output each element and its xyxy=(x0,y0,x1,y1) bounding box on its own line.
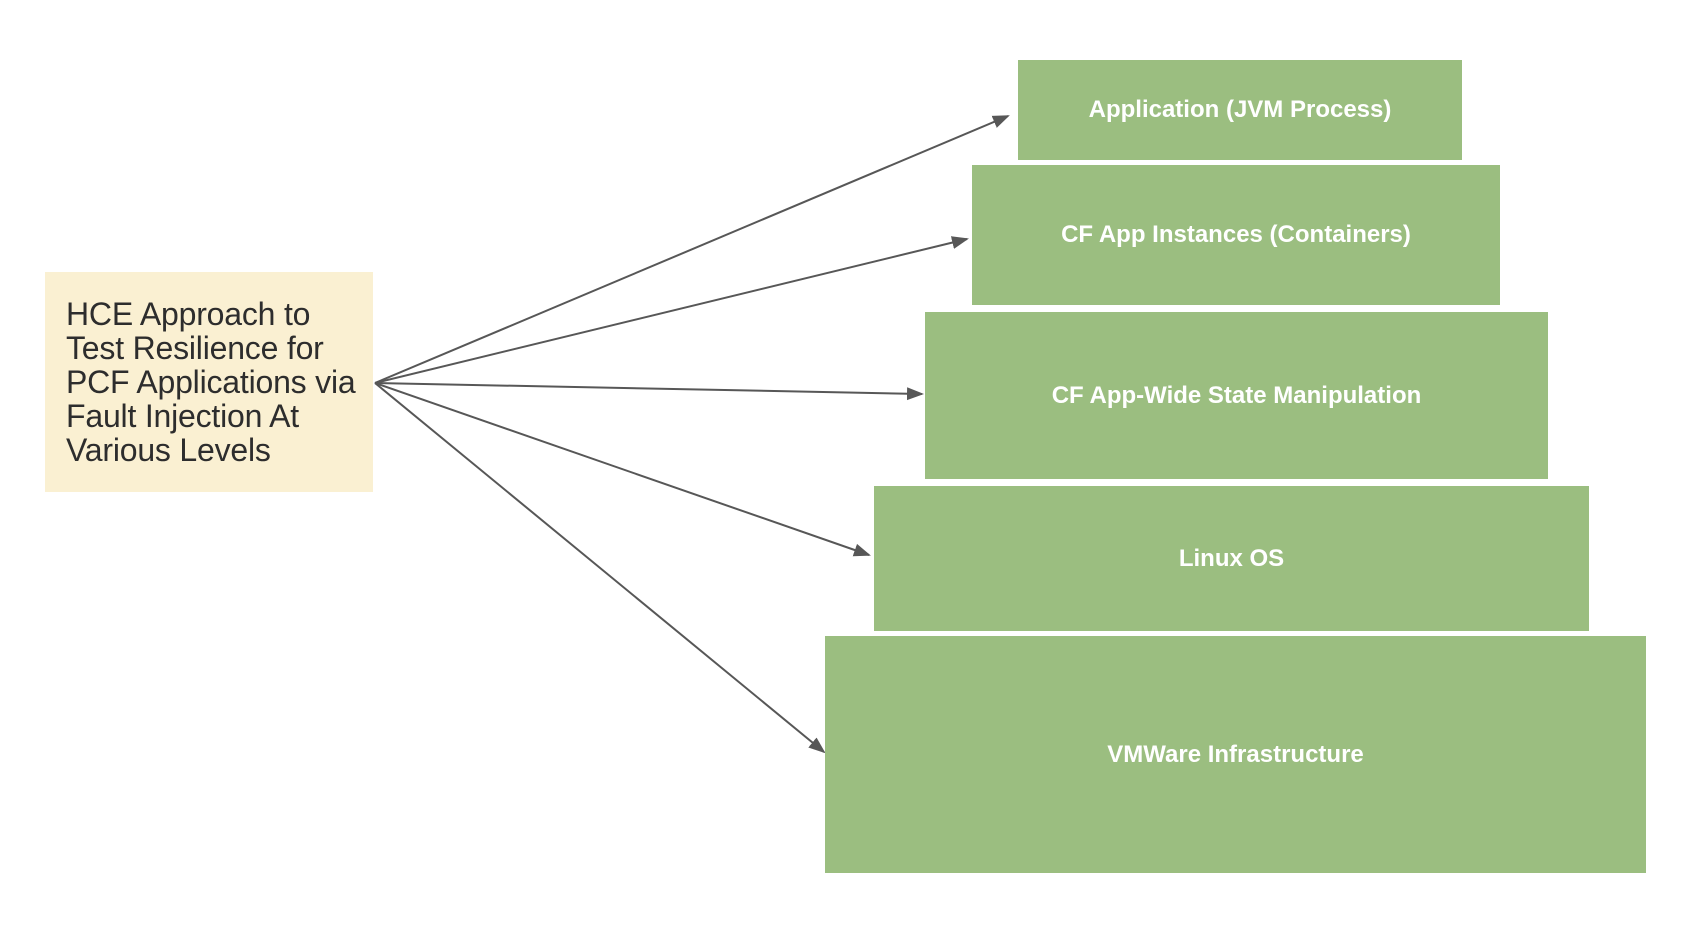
level-linux-os: Linux OS xyxy=(874,486,1589,631)
level-label: Application (JVM Process) xyxy=(1088,96,1392,123)
arrow-to-vmware-infrastructure xyxy=(374,382,826,754)
level-application-jvm-process: Application (JVM Process) xyxy=(1018,60,1462,160)
level-vmware-infrastructure: VMWare Infrastructure xyxy=(825,636,1646,873)
level-cf-app-instances: CF App Instances (Containers) xyxy=(972,165,1500,305)
level-label: CF App-Wide State Manipulation xyxy=(1051,381,1422,409)
arrow-to-cf-app-wide-state xyxy=(374,382,924,401)
arrow-to-linux-os xyxy=(374,382,871,557)
note-text: HCE Approach to Test Resilience for PCF … xyxy=(66,296,356,468)
note-box: HCE Approach to Test Resilience for PCF … xyxy=(45,272,373,492)
arrow-to-application xyxy=(374,115,1010,384)
level-label: CF App Instances (Containers) xyxy=(1061,221,1411,248)
arrow-to-cf-app-instances xyxy=(374,236,969,384)
level-label: Linux OS xyxy=(1178,544,1285,572)
level-cf-app-wide-state-manipulation: CF App-Wide State Manipulation xyxy=(925,312,1548,479)
level-label: VMWare Infrastructure xyxy=(1107,740,1364,768)
